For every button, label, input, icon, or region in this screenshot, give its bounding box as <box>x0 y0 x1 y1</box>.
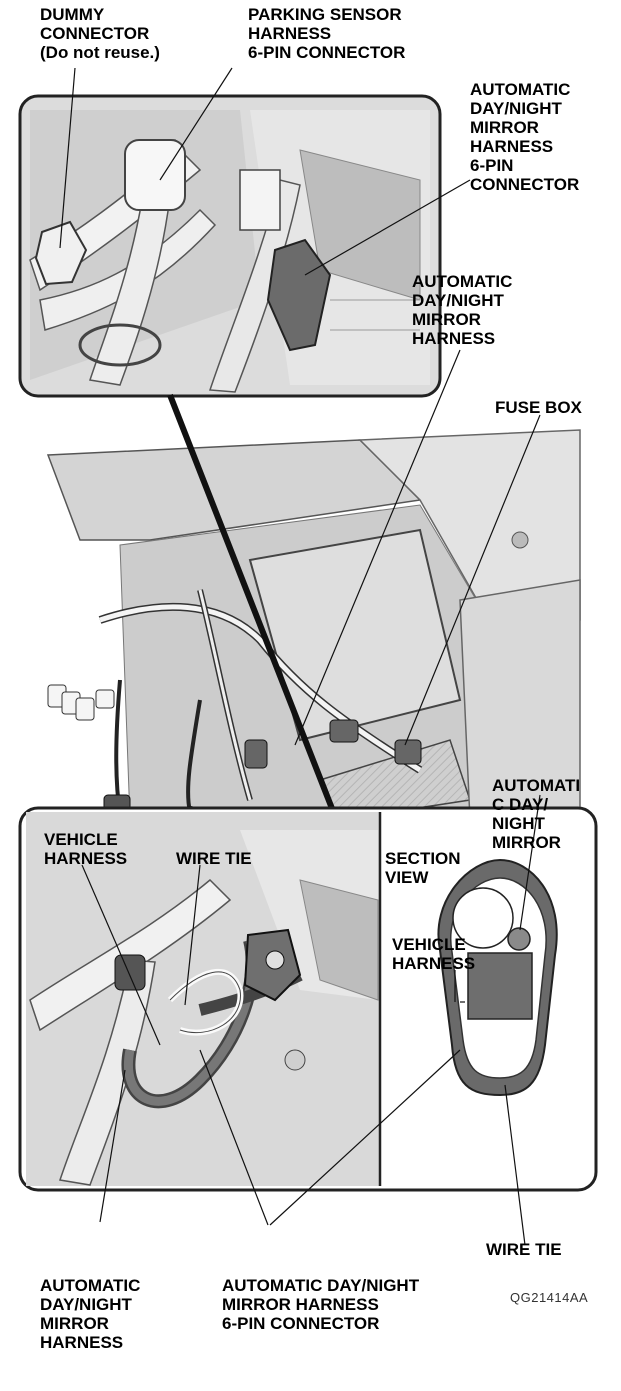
label-section-view: SECTION VIEW <box>385 849 461 887</box>
main-illustration <box>40 429 581 828</box>
label-auto-mirror-section: AUTOMATI C DAY/ NIGHT MIRROR <box>492 776 581 852</box>
label-dummy-connector: DUMMY CONNECTOR (Do not reuse.) <box>40 5 160 62</box>
label-wire-tie-top: WIRE TIE <box>176 849 252 868</box>
label-fuse-box: FUSE BOX <box>495 398 582 417</box>
label-vehicle-harness-left: VEHICLE HARNESS <box>44 830 128 868</box>
label-mirror-harness-6pin-top: AUTOMATIC DAY/NIGHT MIRROR HARNESS 6-PIN… <box>470 80 580 194</box>
label-mirror-harness-bottom-left: AUTOMATIC DAY/NIGHT MIRROR HARNESS <box>40 1276 141 1352</box>
label-parking-sensor-harness: PARKING SENSOR HARNESS 6-PIN CONNECTOR <box>248 5 406 62</box>
label-wire-tie-section: WIRE TIE <box>486 1240 562 1259</box>
top-detail-panel <box>18 94 442 398</box>
bottom-detail-panel <box>18 806 598 1192</box>
detail-link-line <box>167 393 363 882</box>
label-mirror-harness-6pin-bottom: AUTOMATIC DAY/NIGHT MIRROR HARNESS 6-PIN… <box>222 1276 420 1333</box>
label-vehicle-harness-section: VEHICLE HARNESS <box>392 935 476 973</box>
leader-lines <box>59 67 541 1246</box>
figure-code: QG21414AA <box>510 1290 589 1305</box>
label-mirror-harness-mid: AUTOMATIC DAY/NIGHT MIRROR HARNESS <box>412 272 513 348</box>
